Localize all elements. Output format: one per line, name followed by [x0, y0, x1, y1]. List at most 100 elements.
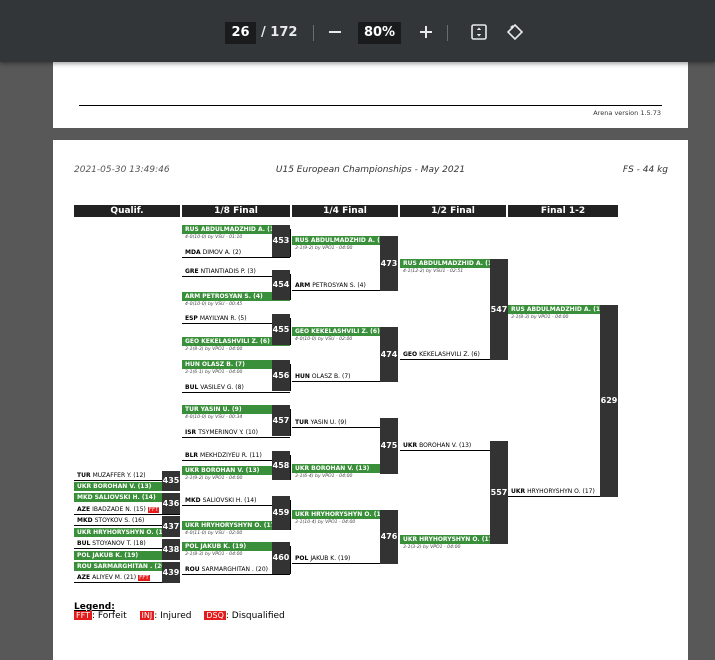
athlete-name: BOROHAN V. (13)	[201, 467, 260, 474]
bout-number: 456	[272, 370, 290, 380]
nation-code: UKR	[295, 465, 310, 472]
bout-number: 475	[380, 441, 398, 450]
nation-code: UKR	[185, 522, 200, 529]
result-detail: 3-1(3-2) by VPO1 - 04:00	[403, 545, 461, 550]
nation-code: BUL	[77, 540, 91, 547]
entry-underline	[292, 290, 398, 291]
result-detail: 4-0(10-0) by VSU - 02:00	[295, 337, 353, 342]
bout-number: 458	[272, 460, 290, 470]
entry-underline	[74, 548, 180, 549]
nation-code: TUR	[295, 419, 309, 426]
nation-code: POL	[77, 552, 91, 559]
nation-code: TUR	[77, 472, 91, 479]
nation-code: POL	[295, 555, 309, 562]
athlete-name: HRYHORYSHYN O. (17)	[527, 488, 595, 495]
result-detail: 3-1(8-3) by VPO1 - 04:00	[185, 552, 243, 557]
athlete-name: MUZAFFER Y. (12)	[92, 472, 146, 479]
athlete-name: ABDULMADZHID A. (1)	[200, 226, 277, 233]
zoom-out-button[interactable]	[322, 19, 348, 45]
bracket-line	[290, 500, 291, 530]
bout-number-box: 435	[162, 471, 180, 491]
athlete-name: JAKUB K. (19)	[310, 555, 351, 562]
athlete-name: MAYILYAN R. (5)	[199, 315, 247, 322]
athlete-name: YASIN U. (9)	[200, 406, 242, 413]
nation-code: GEO	[403, 351, 418, 358]
nation-code: ROU	[77, 563, 92, 570]
bout-number: 454	[272, 280, 290, 289]
athlete-name: HRYHORYSHYN O. (17)	[419, 536, 496, 543]
nation-code: ROU	[185, 566, 200, 573]
bout-number-box: 454	[272, 270, 290, 300]
nation-code: MDA	[185, 249, 201, 256]
bout-number-box: 459	[272, 496, 290, 530]
bout-number-box: 629	[600, 305, 618, 497]
nation-code: GEO	[295, 328, 310, 335]
nation-code: BUL	[185, 384, 199, 391]
zoom-in-button[interactable]	[413, 19, 439, 45]
athlete-name: ABDULMADZHID A. (1)	[418, 260, 495, 267]
nation-code: MKD	[77, 517, 93, 524]
bout-number-box: 439	[162, 562, 180, 583]
zoom-level[interactable]: 80%	[358, 22, 401, 44]
nation-code: ARM	[295, 282, 311, 289]
nation-code: UKR	[77, 529, 92, 536]
result-detail: 3-1(10-4) by VPO1 - 04:00	[295, 520, 356, 525]
entry-underline	[74, 525, 180, 526]
nation-code: GEO	[185, 338, 200, 345]
rotate-button[interactable]	[502, 19, 528, 45]
bout-number-box: 437	[162, 516, 180, 537]
bout-number-box: 474	[380, 327, 398, 382]
nation-code: RUS	[403, 260, 417, 267]
athlete-name: SARMARGHITAN . (20)	[93, 563, 169, 570]
result-detail: 3-1(9-2) by VPO1 - 04:00	[295, 246, 353, 251]
forfeit-tag: FFT	[147, 507, 160, 513]
page-number-input[interactable]: 26	[225, 22, 256, 44]
entry-underline	[292, 381, 398, 382]
nation-code: MKD	[185, 497, 201, 504]
plus-icon	[420, 26, 432, 38]
result-detail: 3-1(8-3) by VPO1 - 04:00	[511, 315, 569, 320]
bracket-line	[290, 455, 291, 480]
event-title: U15 European Championships - May 2021	[275, 165, 466, 175]
column-header-qualif: Qualif.	[74, 205, 180, 217]
bout-number: 453	[272, 236, 290, 245]
bout-number: 455	[272, 324, 290, 334]
entry-underline	[182, 505, 290, 506]
nation-code: UKR	[511, 488, 526, 495]
athlete-name: OLASZ B. (7)	[311, 373, 351, 380]
legend: FFT: Forfeit INJ: Injured DSQ: Disqualif…	[74, 611, 295, 621]
entry-underline	[182, 257, 290, 258]
result-detail: 3-1(9-2) by VPO1 - 04:00	[185, 476, 243, 481]
bout-number-box: 456	[272, 360, 290, 391]
nation-code: AZE	[77, 574, 91, 581]
bracket-line	[290, 364, 291, 391]
bout-number-box: 455	[272, 314, 290, 345]
nation-code: GRE	[185, 268, 199, 275]
print-datetime: 2021-05-30 13:49:46	[74, 165, 170, 175]
page-total: / 172	[261, 25, 298, 40]
nation-code: POL	[185, 543, 199, 550]
bout-number: 438	[162, 544, 180, 554]
athlete-name: HRYHORYSHYN O. (17)	[311, 511, 388, 518]
bracket-line	[290, 229, 291, 257]
fit-page-button[interactable]	[466, 19, 492, 45]
athlete-name: STOYANOV T. (18)	[92, 540, 146, 547]
nation-code: BLR	[185, 452, 199, 459]
